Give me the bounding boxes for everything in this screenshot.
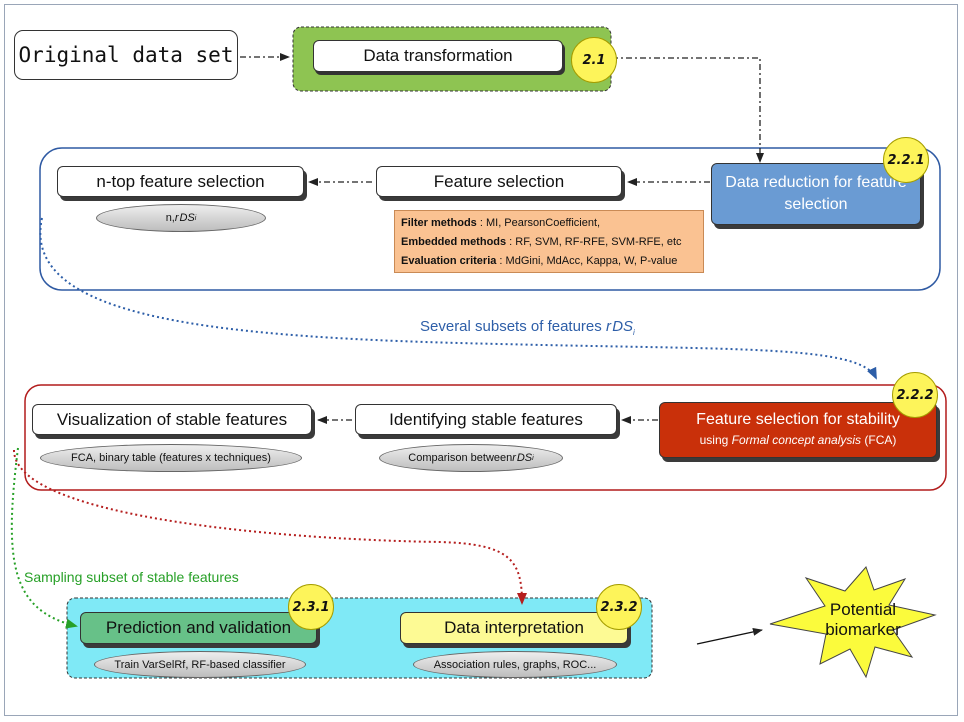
badge-2-3-1: 2.3.1 [288,584,334,630]
visualization-label: Visualization of stable features [56,409,288,429]
identifying-node: Identifying stable features [355,404,617,435]
data-reduction-label: Data reduction for feature selection [725,174,907,213]
feature-reduction-region [39,147,941,291]
data-transformation-label: Data transformation [363,46,513,65]
several-subsets-annotation: Several subsets of features r DSi [420,318,635,337]
diagram-frame [4,4,958,716]
prediction-ellipse: Train VarSelRf, RF-based classifier [94,651,306,678]
methods-row: Filter methods : MI, PearsonCoefficient, [401,217,601,229]
methods-panel: Filter methods : MI, PearsonCoefficient,… [394,210,704,273]
badge-2-1: 2.1 [571,37,617,83]
ntop-selection-node: n-top feature selection [57,166,304,197]
prediction-node: Prediction and validation [80,612,317,644]
original-data-label: Original data set [18,43,234,67]
stability-title: Feature selection for stability [696,411,900,428]
stability-subtitle: using Formal concept analysis (FCA) [699,433,897,447]
biomarker-starburst [769,566,937,679]
data-transformation-node: Data transformation [313,40,563,72]
methods-row: Evaluation criteria : MdGini, MdAcc, Kap… [401,255,678,267]
ntop-selection-label: n-top feature selection [96,171,265,191]
feature-selection-label: Feature selection [433,171,565,191]
stability-region [24,384,947,491]
interpretation-node: Data interpretation [400,612,628,644]
methods-row: Embedded methods : RF, SVM, RF-RFE, SVM-… [401,236,682,248]
arrow-visual-to-interpretation [13,449,527,605]
interpretation-label: Data interpretation [444,618,584,637]
prediction-label: Prediction and validation [105,618,292,637]
badge-2-3-2: 2.3.2 [596,584,642,630]
arrow-to-biomarker [696,627,763,645]
visualization-node: Visualization of stable features [32,404,312,435]
biomarker-label: Potential biomarker [825,600,901,639]
original-data-node: Original data set [14,30,238,80]
data-reduction-node: Data reduction for feature selection [711,163,921,225]
interpretation-ellipse: Association rules, graphs, ROC... [413,651,617,678]
identifying-label: Identifying stable features [389,409,583,429]
sampling-annotation: Sampling subset of stable features [24,569,239,585]
badge-2-2-1: 2.2.1 [883,137,929,183]
visualization-ellipse: FCA, binary table (features x techniques… [40,444,302,472]
stability-node: Feature selection for stability using Fo… [659,402,937,458]
arrow-subsets-to-stability [39,217,877,380]
arrow-transform-to-reduction [612,57,764,163]
feature-selection-node: Feature selection [376,166,622,197]
badge-2-2-2: 2.2.2 [892,372,938,418]
arrow-visual-to-prediction [10,447,78,629]
